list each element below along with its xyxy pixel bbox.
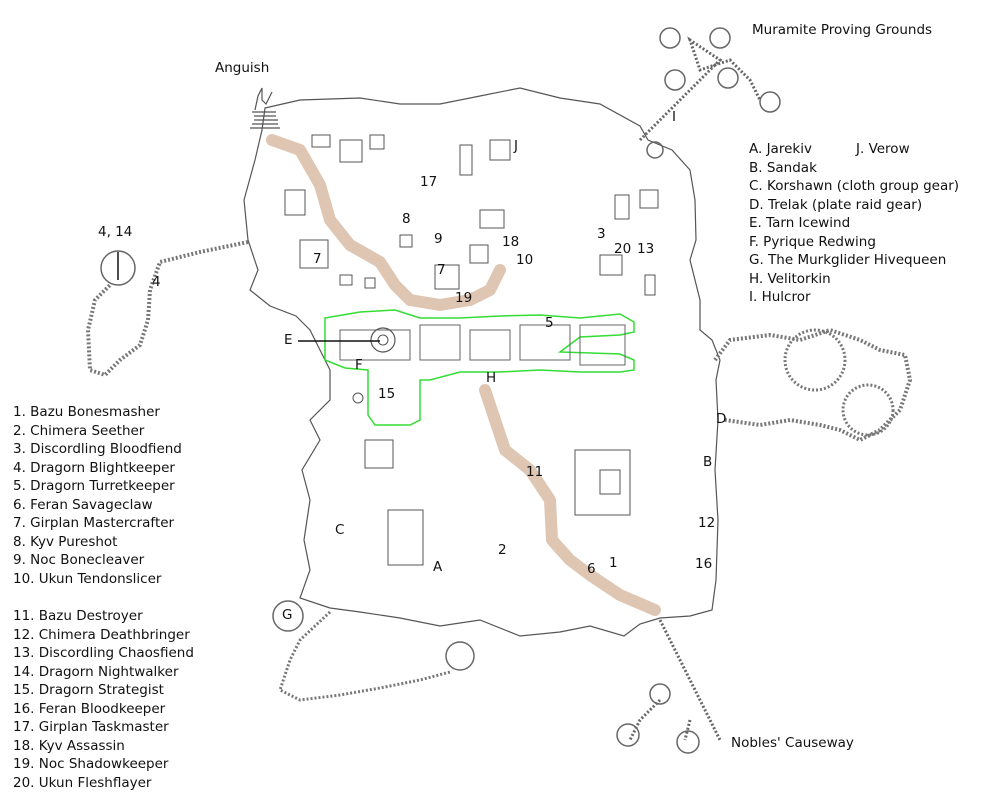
causeway-tunnel bbox=[628, 619, 722, 741]
marker-A: A bbox=[433, 559, 443, 575]
marker-4-14: 4, 14 bbox=[98, 224, 133, 240]
mob-entry: 2. Chimera Seether bbox=[13, 422, 145, 439]
mob-entry: 6. Feran Savageclaw bbox=[13, 496, 153, 513]
mob-entry: 19. Noc Shadowkeeper bbox=[13, 756, 169, 772]
mob-entry: 5. Dragorn Turretkeeper bbox=[13, 478, 175, 494]
marker-18: 18 bbox=[502, 234, 520, 250]
named-mob-entry: I. Hulcror bbox=[749, 289, 811, 305]
mob-entry: 7. Girplan Mastercrafter bbox=[13, 515, 175, 531]
marker-4: 4 bbox=[152, 274, 161, 290]
mob-entry: 20. Ukun Fleshflayer bbox=[13, 774, 152, 791]
named-mob-entry-j: J. Verow bbox=[856, 141, 910, 157]
named-mob-entry: A. Jarekiv bbox=[749, 141, 812, 157]
marker-I: I bbox=[672, 109, 676, 125]
marker-20: 20 bbox=[614, 241, 632, 257]
mob-entry: 3. Discordling Bloodfiend bbox=[13, 441, 182, 457]
marker-1: 1 bbox=[609, 555, 618, 571]
named-mob-legend: A. Jarekiv B. Sandak C. Korshawn (cloth … bbox=[749, 140, 959, 307]
marker-17: 17 bbox=[420, 174, 438, 190]
anguish-label[interactable]: Anguish bbox=[215, 60, 270, 76]
mob-entry: 18. Kyv Assassin bbox=[13, 737, 125, 754]
mob-entry: 17. Girplan Taskmaster bbox=[13, 719, 169, 735]
marker-6: 6 bbox=[587, 561, 596, 577]
named-mob-entry: F. Pyrique Redwing bbox=[749, 233, 876, 250]
mob-entry: 13. Discordling Chaosfiend bbox=[13, 645, 194, 661]
named-mob-entry: H. Velitorkin bbox=[749, 270, 831, 287]
mob-legend-part1: 1. Bazu Bonesmasher 2. Chimera Seether 3… bbox=[13, 403, 182, 588]
mob-entry: 10. Ukun Tendonslicer bbox=[13, 570, 162, 587]
marker-11: 11 bbox=[526, 464, 544, 480]
named-mob-entry: G. The Murkglider Hivequeen bbox=[749, 252, 947, 268]
mob-entry: 11. Bazu Destroyer bbox=[13, 608, 143, 624]
right-tunnel bbox=[713, 327, 913, 443]
named-mob-entry: E. Tarn Icewind bbox=[749, 215, 851, 231]
g-room-tunnel bbox=[278, 610, 451, 702]
marker-5: 5 bbox=[545, 315, 554, 331]
left-tunnel bbox=[85, 240, 249, 378]
marker-F: F bbox=[355, 357, 363, 373]
marker-7b: 7 bbox=[437, 262, 446, 278]
marker-15: 15 bbox=[378, 386, 396, 402]
dirt-path-south bbox=[479, 384, 661, 616]
anguish-entrance bbox=[250, 87, 280, 129]
marker-C: C bbox=[335, 522, 345, 538]
proving-grounds-tunnel bbox=[638, 36, 762, 142]
proving-grounds-label[interactable]: Muramite Proving Grounds bbox=[752, 22, 933, 38]
mob-entry: 1. Bazu Bonesmasher bbox=[13, 404, 160, 420]
mob-entry: 4. Dragorn Blightkeeper bbox=[13, 459, 175, 476]
mob-entry: 15. Dragorn Strategist bbox=[13, 682, 164, 698]
marker-8: 8 bbox=[402, 211, 411, 227]
marker-G: G bbox=[282, 607, 293, 623]
marker-10: 10 bbox=[516, 252, 534, 268]
marker-J: J bbox=[514, 138, 518, 154]
named-mob-entry: D. Trelak (plate raid gear) bbox=[749, 196, 923, 213]
fortress-interior bbox=[339, 324, 626, 366]
named-mob-entry: C. Korshawn (cloth group gear) bbox=[749, 178, 960, 194]
marker-D: D bbox=[716, 411, 727, 427]
marker-2: 2 bbox=[498, 542, 507, 558]
marker-3: 3 bbox=[597, 226, 606, 242]
central-fortress bbox=[324, 309, 635, 426]
marker-19: 19 bbox=[455, 290, 473, 306]
mob-entry: 14. Dragorn Nightwalker bbox=[13, 663, 179, 680]
marker-12: 12 bbox=[698, 515, 716, 531]
mob-entry: 16. Feran Bloodkeeper bbox=[13, 700, 166, 717]
building-blocks bbox=[284, 134, 659, 566]
marker-H: H bbox=[486, 370, 497, 386]
marker-E: E bbox=[284, 332, 293, 348]
marker-7a: 7 bbox=[313, 251, 322, 267]
dirt-path-north bbox=[266, 134, 506, 311]
marker-13: 13 bbox=[637, 241, 655, 257]
marker-B: B bbox=[703, 454, 713, 470]
nobles-causeway-label[interactable]: Nobles' Causeway bbox=[731, 735, 854, 751]
named-mob-entry: B. Sandak bbox=[749, 159, 817, 176]
marker-16: 16 bbox=[695, 556, 713, 572]
marker-9: 9 bbox=[434, 231, 443, 247]
zone-outline bbox=[243, 87, 721, 637]
mob-entry: 12. Chimera Deathbringer bbox=[13, 626, 190, 643]
mob-legend-part2: 11. Bazu Destroyer 12. Chimera Deathbrin… bbox=[13, 607, 194, 792]
mob-entry: 9. Noc Bonecleaver bbox=[13, 552, 145, 568]
mob-entry: 8. Kyv Pureshot bbox=[13, 533, 118, 550]
